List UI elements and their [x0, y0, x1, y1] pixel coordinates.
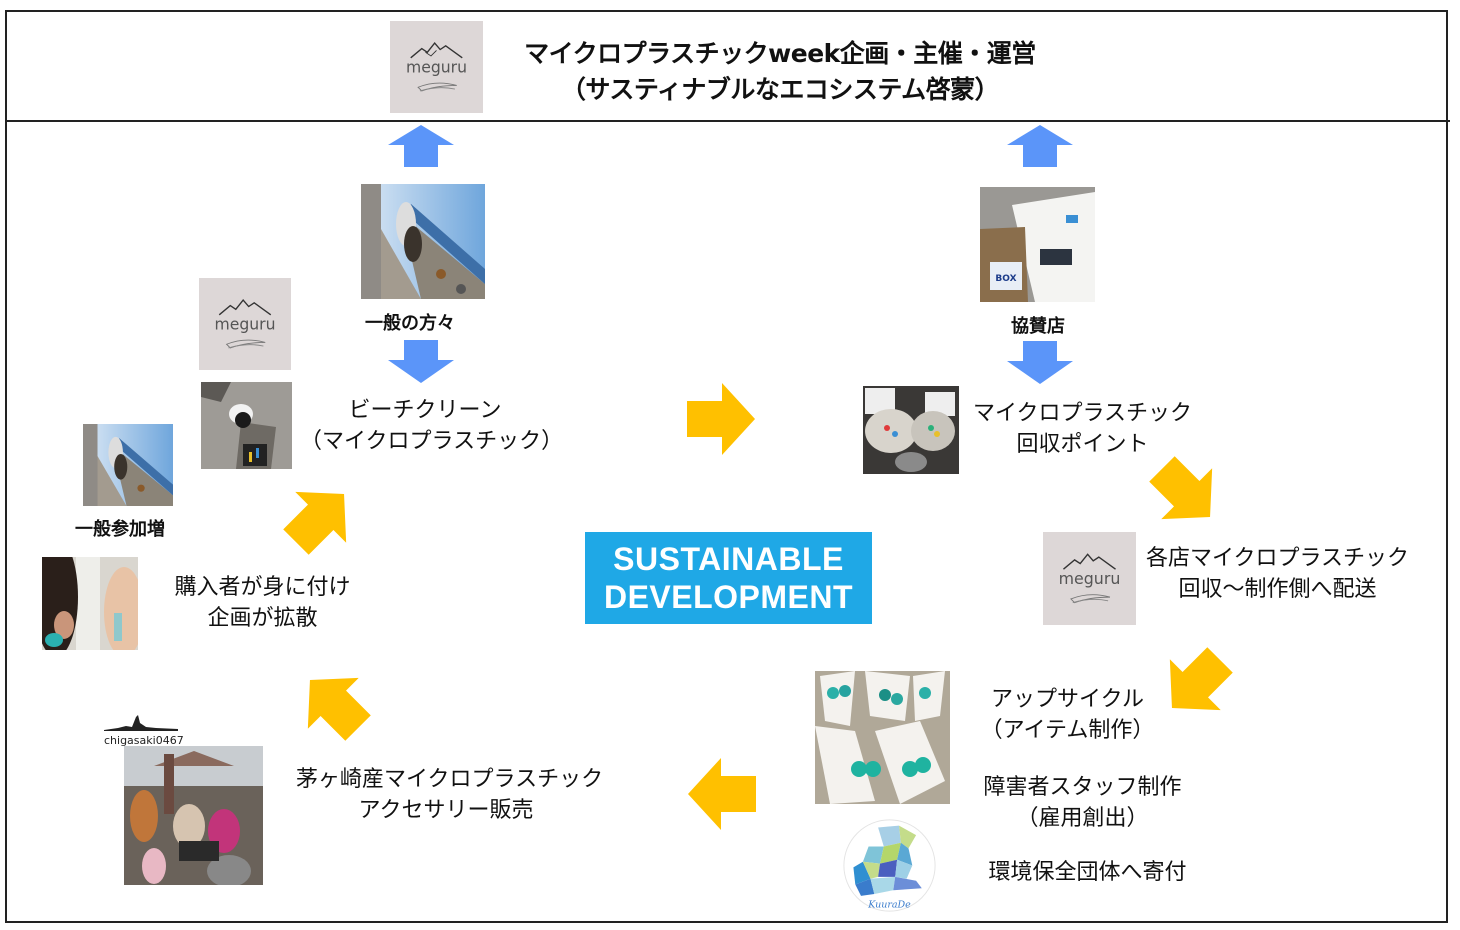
general-public-label: 一般の方々	[365, 313, 455, 334]
sales-label: 茅ヶ崎産マイクロプラスチック アクセサリー販売	[296, 767, 604, 823]
title-line-2: （サスティナブルなエコシステム啓蒙）	[560, 75, 1000, 104]
earrings-photo	[815, 671, 950, 804]
market-photo	[124, 746, 263, 885]
chigasaki-logo-icon	[104, 713, 178, 733]
participation-photo	[83, 424, 173, 506]
arrow-left-icon	[688, 758, 756, 830]
svg-text:meguru: meguru	[215, 315, 276, 334]
arrow-down-right-icon	[1149, 456, 1222, 529]
svg-text:KuuraDe: KuuraDe	[867, 899, 911, 910]
upcycle-label: アップサイクル （アイテム制作）	[980, 687, 1155, 743]
arrow-up-icon	[1007, 125, 1073, 167]
staff-production-label: 障害者スタッフ制作 （雇用創出）	[983, 775, 1182, 831]
spread-label: 購入者が身に付け 企画が拡散	[174, 575, 351, 631]
meguru-logo-icon: meguru	[1059, 553, 1121, 604]
arrow-down-icon	[1007, 341, 1073, 384]
svg-text:BOX: BOX	[995, 274, 1016, 284]
arrow-up-left-icon	[298, 668, 371, 741]
beach-clean-label: ビーチクリーン （マイクロプラスチック）	[300, 398, 564, 454]
meguru-logo-icon: meguru	[215, 298, 276, 349]
meguru-logo: meguru	[1043, 532, 1136, 625]
arrow-right-icon	[687, 383, 755, 455]
participation-increase-label: 一般参加増	[75, 519, 165, 540]
arrow-up-icon	[388, 125, 454, 167]
page-title: マイクロプラスチックweek企画・主催・運営 （サスティナブルなエコシステム啓蒙…	[480, 36, 1080, 108]
earring-wearer-photo	[42, 557, 138, 650]
meguru-logo-header: meguru	[390, 21, 483, 113]
svg-text:meguru: meguru	[406, 58, 467, 77]
beach-clean-photo	[201, 382, 292, 469]
arrow-down-icon	[388, 340, 454, 383]
meguru-logo-icon: meguru	[406, 41, 467, 92]
donation-label: 環境保全団体へ寄付	[988, 860, 1187, 885]
arrow-down-left-icon	[1160, 647, 1233, 720]
shop-collection-label: 各店マイクロプラスチック 回収～制作側へ配送	[1145, 546, 1410, 602]
title-line-1: マイクロプラスチックweek企画・主催・運営	[524, 39, 1036, 68]
sustainable-development-badge: SUSTAINABLE DEVELOPMENT	[585, 532, 872, 624]
meguru-logo: meguru	[199, 278, 291, 370]
kuurade-logo-icon: KuuraDe	[843, 819, 936, 912]
header-divider	[5, 120, 1450, 122]
diagram-frame	[5, 10, 1448, 923]
svg-text:meguru: meguru	[1059, 569, 1121, 588]
beach-walk-photo	[361, 184, 485, 299]
sponsor-shop-label: 協賛店	[1011, 316, 1065, 337]
kuurade-logo: KuuraDe	[842, 818, 937, 913]
collection-box-photo: BOX	[980, 187, 1095, 302]
arrow-up-right-icon	[282, 482, 358, 555]
collected-plastic-photo	[863, 386, 959, 474]
chigasaki-handle: chigasaki0467	[104, 734, 184, 747]
collection-point-label: マイクロプラスチック 回収ポイント	[972, 401, 1193, 457]
